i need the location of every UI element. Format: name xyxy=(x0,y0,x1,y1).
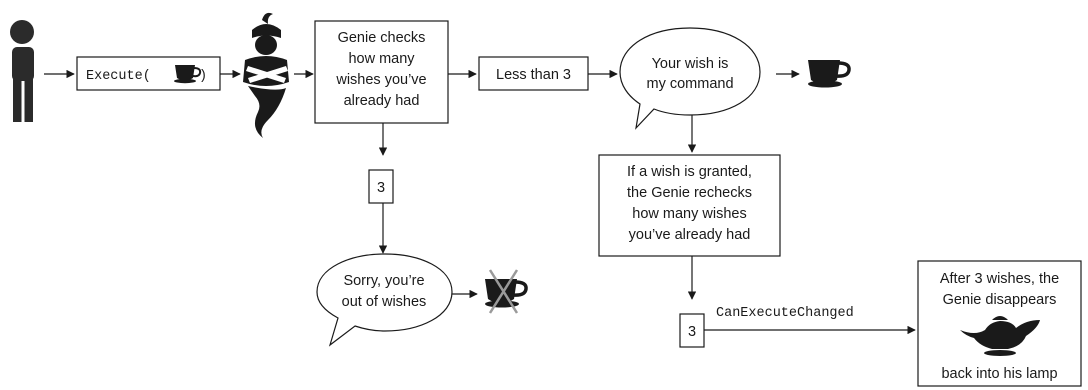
count-top-label: 3 xyxy=(377,180,385,196)
disappear-box: After 3 wishes, the Genie disappears bac… xyxy=(917,260,1082,387)
sorry-bubble: Sorry, you’re out of wishes xyxy=(316,253,453,347)
genie-check-box: Genie checks how many wishes you’ve alre… xyxy=(314,20,449,124)
genie-check-line-4: already had xyxy=(344,93,420,109)
genie-icon xyxy=(243,12,289,138)
less-than-box: Less than 3 xyxy=(478,56,589,91)
can-execute-label: CanExecuteChanged xyxy=(716,306,854,321)
execute-teacup-icon xyxy=(174,65,202,84)
count-top-box: 3 xyxy=(368,169,394,204)
wish-bubble-line-1: Your wish is xyxy=(652,56,729,72)
teacup-icon xyxy=(808,60,851,88)
disappear-line-2: Genie disappears xyxy=(943,292,1057,308)
genie-check-line-3: wishes you’ve xyxy=(335,72,426,88)
recheck-line-1: If a wish is granted, xyxy=(627,164,752,180)
recheck-line-2: the Genie rechecks xyxy=(627,185,752,201)
recheck-line-4: you’ve already had xyxy=(629,227,751,243)
recheck-box: If a wish is granted, the Genie rechecks… xyxy=(598,154,781,257)
execute-box: Execute( ) xyxy=(76,56,221,91)
genie-check-line-1: Genie checks xyxy=(338,30,426,46)
count-bottom-label: 3 xyxy=(688,324,696,340)
wish-bubble: Your wish is my command xyxy=(619,27,761,130)
lamp-icon xyxy=(960,316,1040,356)
execute-label-suffix: ) xyxy=(199,69,207,84)
count-bottom-box: 3 xyxy=(679,313,705,348)
crossed-teacup-icon xyxy=(485,269,528,314)
disappear-line-1: After 3 wishes, the xyxy=(940,271,1059,287)
disappear-line-3: back into his lamp xyxy=(941,366,1057,382)
wish-bubble-line-2: my command xyxy=(646,76,733,92)
genie-check-line-2: how many xyxy=(348,51,415,67)
execute-label-prefix: Execute( xyxy=(86,69,151,84)
sorry-bubble-line-1: Sorry, you’re xyxy=(343,273,424,289)
person-icon xyxy=(10,20,34,122)
less-than-label: Less than 3 xyxy=(496,67,571,83)
recheck-line-3: how many wishes xyxy=(632,206,746,222)
sorry-bubble-line-2: out of wishes xyxy=(342,294,427,310)
